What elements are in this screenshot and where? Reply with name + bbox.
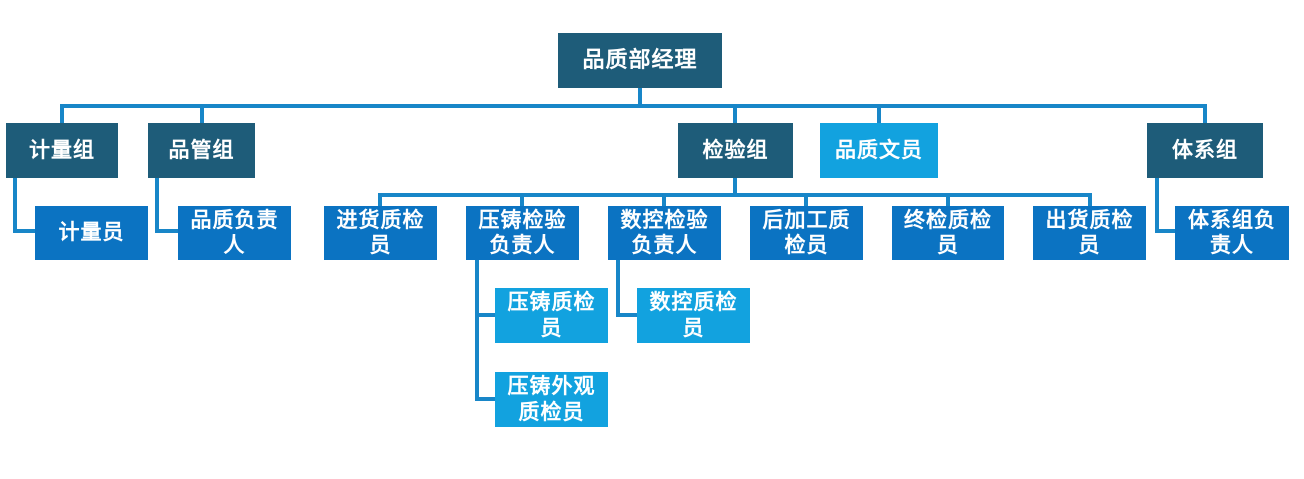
connector-elbow-jiliang-v: [13, 178, 17, 233]
connector-drop-pinguan-group: [200, 108, 204, 123]
org-node-pinguan-group: 品管组: [148, 123, 255, 178]
org-node-label: 品质文员: [835, 137, 923, 162]
org-node-jiliang-group: 计量组: [6, 123, 118, 178]
connector-jianyan-riser: [733, 178, 737, 193]
org-node-label: 压铸检验负责人: [478, 207, 567, 257]
org-node-label: 数控质检员: [649, 290, 738, 340]
connector-drop-jianyan-group: [733, 108, 737, 123]
org-node-jianyan-group: 检验组: [678, 123, 793, 178]
connector-elbow-yazhu-h2: [475, 397, 495, 401]
connector-drop-houjiagong: [804, 197, 808, 206]
connector-elbow-jiliang-h: [13, 229, 35, 233]
org-node-yazhu-jianyan-fuzeren: 压铸检验负责人: [466, 206, 579, 260]
connector-elbow-pinguan-h: [155, 229, 178, 233]
connector-elbow-shukong-h: [616, 313, 637, 317]
connector-drop-tixi-group: [1203, 104, 1207, 123]
org-node-label: 体系组: [1172, 137, 1238, 162]
org-node-label: 品管组: [168, 137, 235, 162]
org-node-label: 计量员: [58, 220, 125, 245]
org-node-label: 计量组: [29, 137, 95, 162]
connector-manager-riser: [638, 88, 642, 108]
org-node-yazhu-waiguan-zhijianyuan: 压铸外观质检员: [495, 372, 608, 427]
connector-elbow-yazhu-h1: [475, 313, 495, 317]
org-node-manager: 品质部经理: [558, 33, 722, 88]
org-node-label: 终检质检员: [904, 207, 992, 257]
connector-elbow-tixi-h: [1155, 229, 1175, 233]
connector-drop-shukong-jianyan: [662, 197, 666, 206]
connector-elbow-yazhu-v: [475, 260, 479, 401]
org-node-label: 压铸外观质检员: [507, 374, 596, 424]
org-node-tixi-fuzeren: 体系组负责人: [1175, 206, 1289, 260]
connector-elbow-shukong-v: [616, 260, 620, 315]
connector-drop-pinzhi-wenyuan: [877, 108, 881, 123]
org-node-label: 出货质检员: [1045, 207, 1134, 257]
org-node-jiliang-yuan: 计量员: [35, 206, 148, 260]
connector-elbow-pinguan-v: [155, 178, 159, 233]
org-node-jinhuo-zhijianyuan: 进货质检员: [324, 206, 437, 260]
connector-drop-yazhu-jianyan: [520, 197, 524, 206]
org-node-zhongjian-zhijianyuan: 终检质检员: [892, 206, 1004, 260]
org-node-chuhuo-zhijianyuan: 出货质检员: [1033, 206, 1146, 260]
connector-drop-jiliang-group: [60, 104, 64, 123]
org-node-shukong-zhijianyuan: 数控质检员: [637, 288, 750, 343]
org-node-pinzhi-fuzeren: 品质负责人: [178, 206, 291, 260]
org-node-label: 品质部经理: [582, 47, 698, 73]
org-node-tixi-group: 体系组: [1147, 123, 1263, 178]
org-node-pinzhi-wenyuan: 品质文员: [820, 123, 938, 178]
connector-level2-bus: [60, 104, 1207, 108]
org-node-houjiagong-zhijianyuan: 后加工质检员: [750, 206, 863, 260]
org-node-label: 品质负责人: [190, 207, 279, 257]
connector-level3-bus: [378, 193, 1092, 197]
org-node-label: 检验组: [702, 137, 769, 162]
connector-drop-zhongjian: [946, 197, 950, 206]
org-node-yazhu-zhijianyuan: 压铸质检员: [495, 288, 608, 343]
org-node-label: 进货质检员: [336, 207, 425, 257]
org-node-label: 数控检验负责人: [620, 207, 709, 257]
org-node-shukong-jianyan-fuzeren: 数控检验负责人: [608, 206, 721, 260]
connector-drop-chuhuo: [1088, 193, 1092, 206]
connector-drop-jinhuo: [378, 193, 382, 206]
connector-elbow-tixi-v: [1155, 178, 1159, 233]
org-node-label: 压铸质检员: [507, 290, 596, 340]
org-node-label: 后加工质检员: [762, 207, 851, 257]
org-node-label: 体系组负责人: [1188, 207, 1276, 257]
